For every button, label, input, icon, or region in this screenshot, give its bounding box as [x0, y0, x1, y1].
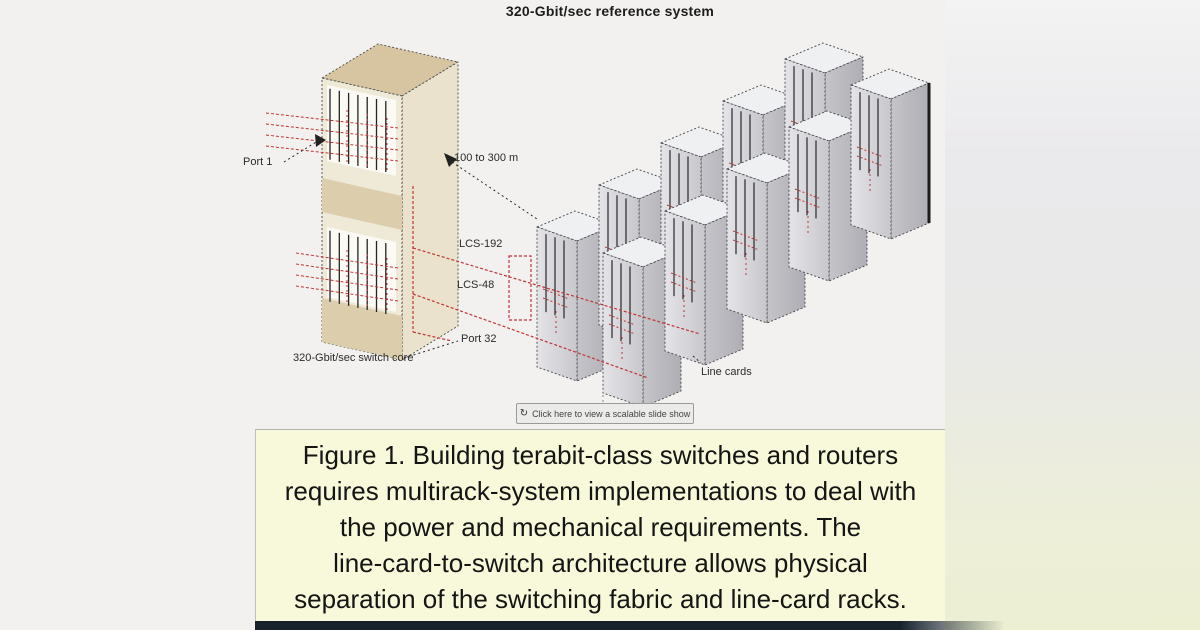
caption-line: line-card-to-switch architecture allows … — [333, 548, 868, 578]
caption-line: separation of the switching fabric and l… — [294, 584, 907, 614]
line-card-racks — [535, 42, 931, 408]
leader-lines — [283, 134, 702, 403]
line-cards-label: Line cards — [701, 366, 752, 378]
caption-line: requires multirack-system implementation… — [284, 476, 917, 506]
port32-label: Port 32 — [461, 333, 497, 345]
switch-core-label: 320-Gbit/sec switch core — [293, 352, 414, 364]
lcs192-label: LCS-192 — [459, 238, 503, 250]
card-slot-lines — [265, 88, 399, 315]
diagram-title: 320-Gbit/sec reference system — [505, 3, 715, 19]
lcs48-label: LCS-48 — [457, 279, 495, 291]
figure-caption: Figure 1. Building terabit-class switche… — [255, 429, 945, 621]
slideshow-button-label: Click here to view a scalable slide show — [532, 408, 691, 419]
caption-line: the power and mechanical requirements. T… — [339, 512, 862, 542]
line-card-rack — [725, 152, 807, 324]
switch-core-rack — [265, 43, 460, 361]
port1-label: Port 1 — [243, 156, 273, 168]
bottom-strip — [255, 621, 1005, 630]
line-card-rack — [787, 110, 869, 282]
caption-line: Figure 1. Building terabit-class switche… — [302, 440, 899, 470]
red-link-lines — [412, 186, 701, 379]
card-edge-gradient — [945, 0, 1200, 630]
line-card-rack — [849, 68, 931, 240]
distance-label: 100 to 300 m — [454, 152, 519, 164]
slideshow-icon: ↻ — [519, 407, 529, 419]
slideshow-button[interactable]: ↻ Click here to view a scalable slide sh… — [516, 403, 694, 424]
